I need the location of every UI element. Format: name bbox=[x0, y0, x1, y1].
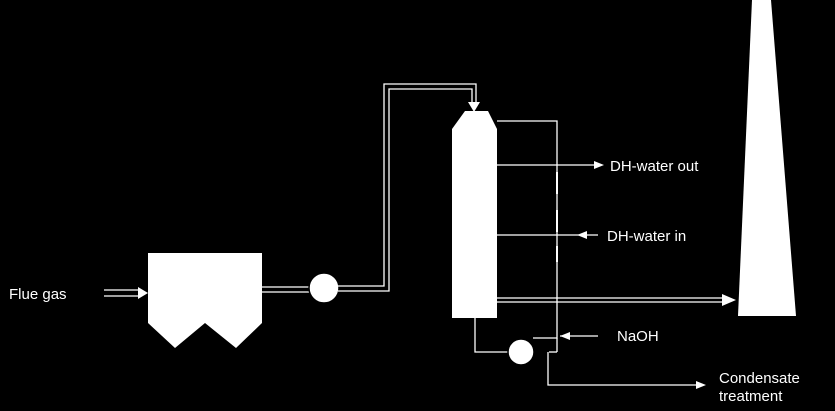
fan-circle bbox=[308, 272, 340, 304]
pump-circle bbox=[507, 338, 535, 366]
dh-water-out-label: DH-water out bbox=[610, 158, 699, 175]
dh-water-in-arrow bbox=[497, 231, 598, 239]
duct-filter-to-fan bbox=[262, 286, 310, 293]
naoh-feed-arrow bbox=[560, 332, 598, 340]
filter-unit bbox=[148, 253, 262, 348]
condensate-treatment-label-line1: Condensate bbox=[719, 370, 800, 387]
clean-gas-to-stack-arrow bbox=[497, 294, 736, 306]
dh-water-in-label: DH-water in bbox=[607, 228, 686, 245]
duct-fan-to-condenser bbox=[338, 83, 480, 292]
condensate-treatment-label-line2: treatment bbox=[719, 388, 783, 405]
flue-gas-condenser-column bbox=[452, 111, 497, 318]
dh-water-out-arrow bbox=[497, 161, 604, 169]
chimney-stack bbox=[738, 0, 796, 316]
condensate-outlet-arrow bbox=[547, 352, 706, 389]
flue-gas-label: Flue gas bbox=[9, 286, 67, 303]
flue-gas-inlet-arrow bbox=[104, 287, 148, 299]
naoh-label: NaOH bbox=[617, 328, 659, 345]
